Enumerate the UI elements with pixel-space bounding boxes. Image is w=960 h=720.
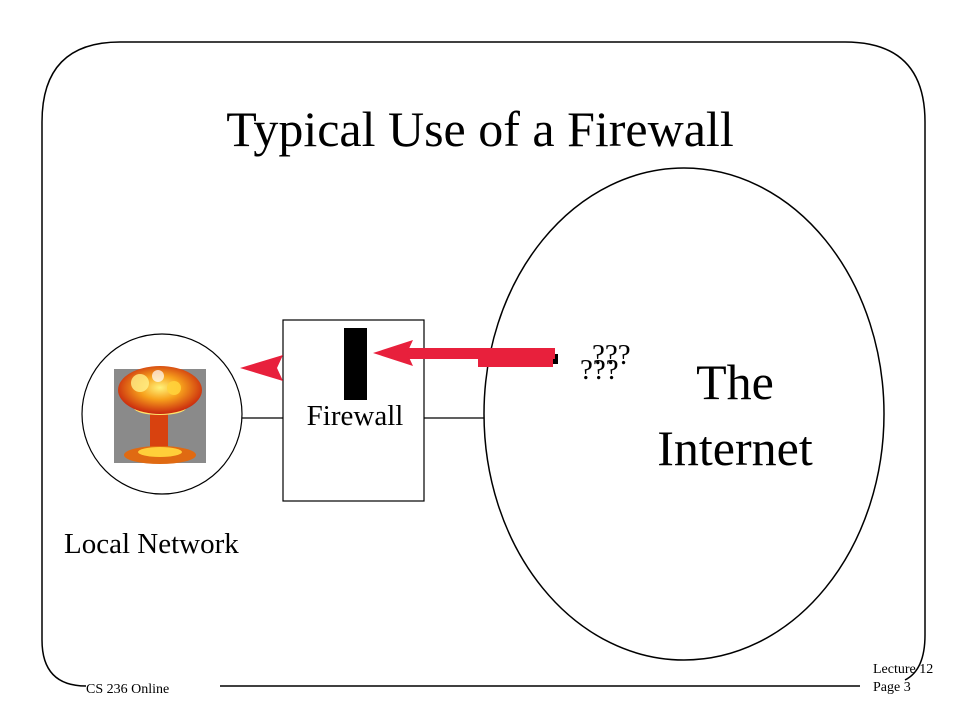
- internet-label-line2: Internet: [657, 420, 813, 476]
- outgoing-arrow: [240, 355, 283, 381]
- footer-course: CS 236 Online: [86, 682, 170, 697]
- local-network-label: Local Network: [64, 528, 239, 560]
- internet-label-line1: The: [696, 354, 774, 410]
- firewall-barrier: [344, 328, 367, 400]
- incoming-arrow: [373, 340, 558, 367]
- slide-border: [41, 41, 926, 687]
- unknown-marks-front: ???: [580, 354, 619, 386]
- unknown-marks-back: ???: [592, 339, 631, 371]
- firewall-label: Firewall: [306, 400, 404, 432]
- internet-cloud: [483, 167, 885, 661]
- slide-title: Typical Use of a Firewall: [226, 101, 734, 157]
- footer-lecture: Lecture 12: [873, 662, 934, 677]
- footer-page: Page 3: [873, 680, 911, 695]
- mushroom-cloud-icon: [114, 366, 206, 464]
- slide-border-corner: [904, 634, 926, 681]
